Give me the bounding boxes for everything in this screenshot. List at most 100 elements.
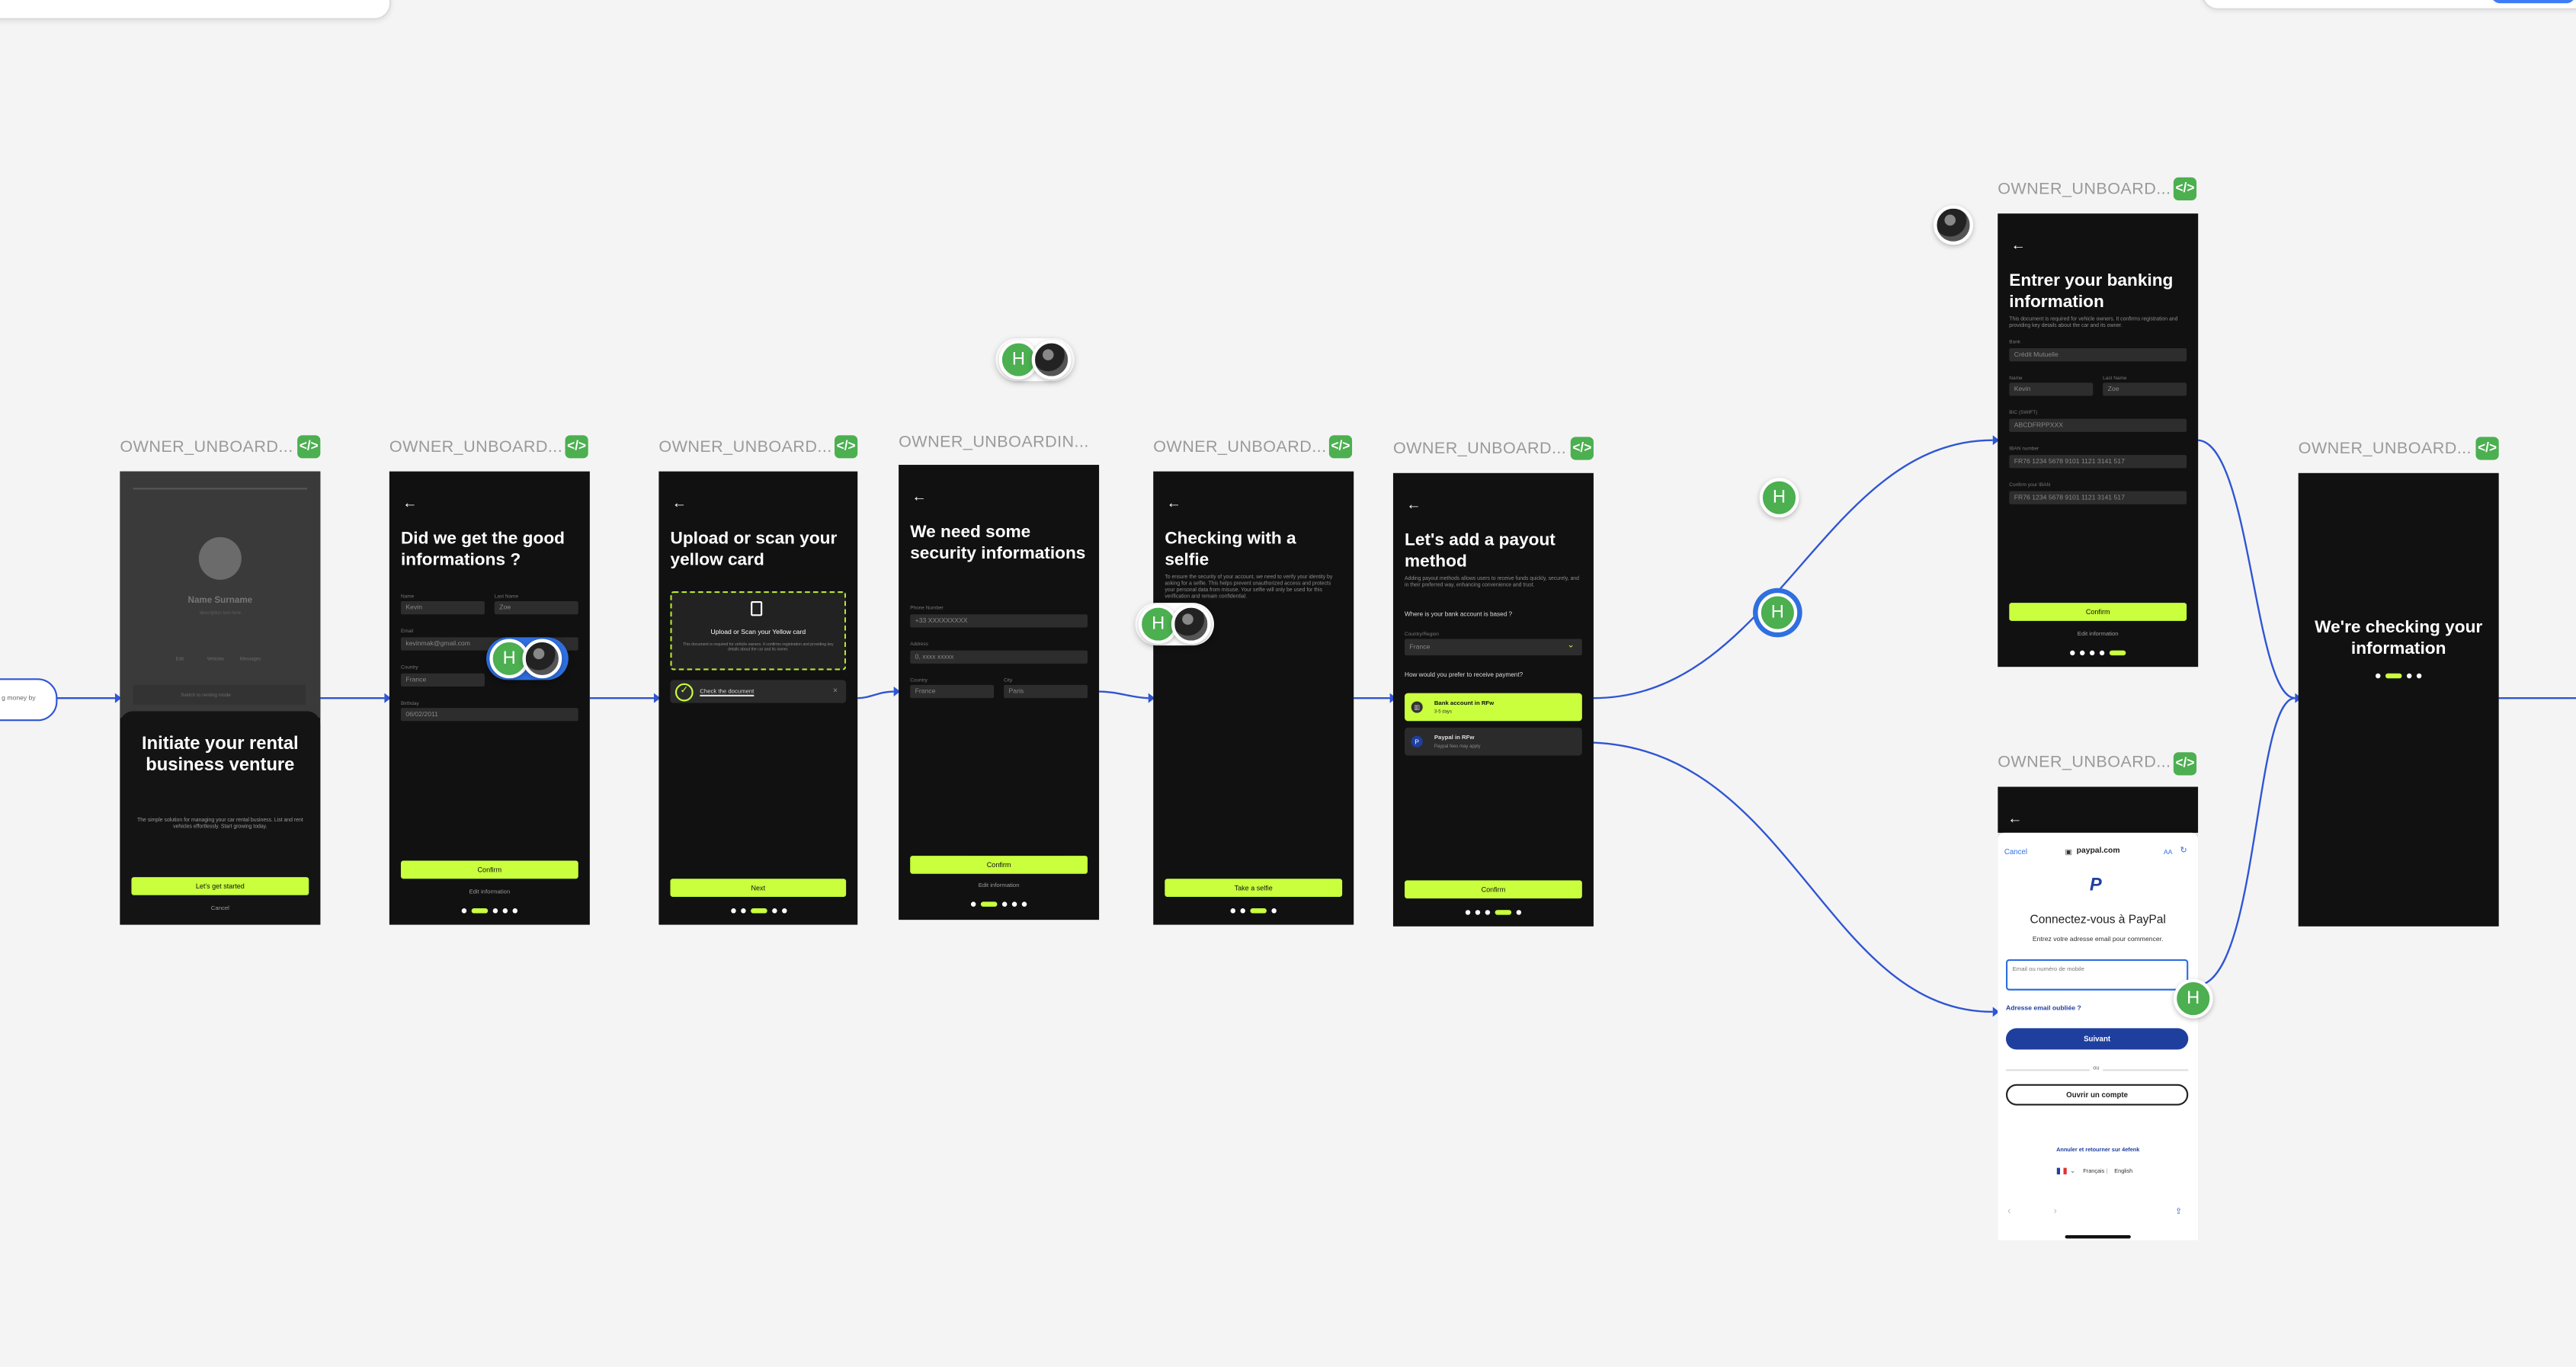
back-arrow-icon[interactable]: ← bbox=[402, 494, 418, 511]
top-right-blue-button[interactable] bbox=[2490, 0, 2576, 4]
frame-label-7[interactable]: OWNER_UNBOARD... bbox=[1998, 181, 2171, 199]
frame-label-3[interactable]: OWNER_UNBOARD... bbox=[658, 438, 832, 457]
confirm-button[interactable]: Confirm bbox=[910, 856, 1088, 874]
code-icon[interactable]: </> bbox=[2475, 437, 2499, 460]
birthday-field[interactable]: 06/02/2011 bbox=[400, 708, 578, 722]
address-field[interactable]: 0, xxxx xxxxx bbox=[910, 650, 1088, 664]
code-icon[interactable]: </> bbox=[1328, 435, 1353, 459]
reader-aa[interactable]: AA bbox=[2163, 847, 2173, 856]
option-bank-account[interactable]: ▥ Bank account in RFw 3-5 days bbox=[1405, 693, 1582, 722]
file-name[interactable]: Check the document bbox=[700, 688, 755, 695]
name-field[interactable]: Kevin bbox=[2009, 383, 2094, 396]
create-account-button[interactable]: Ouvrir un compte bbox=[2005, 1084, 2189, 1106]
file-row[interactable] bbox=[670, 680, 847, 703]
frame-label-9[interactable]: OWNER_UNBOARD... bbox=[2298, 440, 2472, 459]
country-field[interactable]: France bbox=[400, 673, 485, 687]
connector-4-5 bbox=[1099, 690, 1149, 700]
back-arrow-icon[interactable]: ← bbox=[2010, 236, 2026, 253]
share-icon[interactable]: ⇪ bbox=[2175, 1207, 2183, 1218]
code-icon[interactable]: </> bbox=[1570, 437, 1594, 460]
lock-icon: ▣ bbox=[2065, 847, 2072, 856]
option-paypal[interactable]: P Paypal in RFw Paypal fees may apply bbox=[1405, 727, 1582, 756]
lang-fr[interactable]: Français bbox=[2083, 1167, 2105, 1175]
confirm-button[interactable]: Confirm bbox=[400, 860, 578, 879]
collaborator-avatar-photo[interactable] bbox=[1031, 340, 1072, 379]
last-name-label: Last Name bbox=[494, 593, 519, 600]
left-stub-node[interactable] bbox=[0, 678, 58, 722]
cancel-return-link[interactable]: Annuler et retourner sur 4efenk bbox=[2056, 1146, 2140, 1154]
browser-cancel[interactable]: Cancel bbox=[2004, 847, 2028, 856]
screen-selfie[interactable]: ← Checking with a selfie To ensure the s… bbox=[1153, 471, 1354, 925]
or-text: ou bbox=[2089, 1064, 2103, 1071]
top-left-panel[interactable] bbox=[0, 0, 392, 20]
iban-confirm-label: Confirm your IBAN bbox=[2009, 481, 2051, 488]
frame-label-1[interactable]: OWNER_UNBOARD... bbox=[120, 438, 293, 457]
back-arrow-icon[interactable]: ← bbox=[2007, 809, 2023, 827]
frame-label-6[interactable]: OWNER_UNBOARD... bbox=[1392, 440, 1567, 459]
code-icon[interactable]: </> bbox=[565, 435, 588, 459]
confirm-button[interactable]: Confirm bbox=[2009, 603, 2187, 621]
profile-sub: description text here bbox=[199, 609, 241, 616]
last-name-field[interactable]: Zoe bbox=[494, 600, 578, 615]
frame-label-8[interactable]: OWNER_UNBOARD... bbox=[1998, 754, 2171, 773]
collaborator-avatar-photo[interactable] bbox=[1934, 205, 1973, 245]
next-button[interactable]: Next bbox=[670, 879, 847, 897]
screen-paypal-login[interactable]: ← Cancel ▣ paypal.com AA ↻ P Connectez-v… bbox=[1998, 786, 2199, 1241]
screen-initiate-business[interactable]: Name Surname description text here Edit … bbox=[120, 471, 321, 925]
browser-forward-icon[interactable]: › bbox=[2053, 1207, 2057, 1218]
edit-information-link[interactable]: Edit information bbox=[2077, 630, 2119, 638]
code-icon[interactable]: </> bbox=[2173, 177, 2197, 200]
screen-yellow-card[interactable]: ← Upload or scan your yellow card Upload… bbox=[658, 471, 858, 925]
get-started-button[interactable]: Let's get started bbox=[131, 877, 309, 895]
collaborator-cursor[interactable]: H bbox=[1759, 478, 1799, 518]
lang-en[interactable]: English bbox=[2114, 1167, 2133, 1175]
browser-back-icon[interactable]: ‹ bbox=[2007, 1207, 2011, 1218]
forgot-email-link[interactable]: Adresse email oubliée ? bbox=[2005, 1004, 2081, 1012]
collaborator-avatar-photo[interactable] bbox=[1171, 604, 1211, 644]
email-input[interactable]: Email ou numéro de mobile bbox=[2005, 959, 2189, 991]
take-selfie-button[interactable]: Take a selfie bbox=[1165, 879, 1343, 897]
collaborator-avatar[interactable]: H bbox=[489, 639, 530, 679]
remove-file-icon[interactable]: × bbox=[832, 687, 838, 696]
browser-url[interactable]: paypal.com bbox=[2076, 847, 2120, 856]
code-icon[interactable]: </> bbox=[835, 435, 858, 459]
frame-label-5[interactable]: OWNER_UNBOARD... bbox=[1153, 438, 1327, 457]
profile-name: Name Surname bbox=[187, 596, 253, 607]
frame-label-2[interactable]: OWNER_UNBOARD... bbox=[389, 438, 563, 457]
screen-banking-info[interactable]: ← Entrer your banking information This d… bbox=[1998, 213, 2199, 667]
screen-payout-method[interactable]: ← Let's add a payout method Adding payou… bbox=[1392, 472, 1594, 927]
bic-field[interactable]: ABCDFRPPXXX bbox=[2009, 418, 2187, 432]
edit-information-link[interactable]: Edit information bbox=[978, 882, 1020, 889]
collaborator-avatar[interactable]: H bbox=[1138, 604, 1178, 644]
back-arrow-icon[interactable]: ← bbox=[1166, 494, 1181, 511]
last-name-field[interactable]: Zoe bbox=[2103, 383, 2187, 396]
name-field[interactable]: Kevin bbox=[400, 600, 485, 615]
city-field[interactable]: Paris bbox=[1004, 684, 1088, 699]
collaborator-cursor[interactable]: H bbox=[2173, 978, 2213, 1019]
upload-dropzone[interactable] bbox=[670, 591, 847, 671]
country-region-select[interactable]: France bbox=[1405, 639, 1582, 656]
collaborator-avatar-photo[interactable] bbox=[522, 639, 562, 679]
iban-field[interactable]: FR76 1234 5678 9101 1121 3141 517 bbox=[2009, 455, 2187, 469]
frame-label-4[interactable]: OWNER_UNBOARDIN... bbox=[899, 434, 1089, 452]
screen-security-info[interactable]: ← We need some security informations Pho… bbox=[899, 465, 1100, 920]
country-field[interactable]: France bbox=[910, 684, 995, 699]
reload-icon[interactable]: ↻ bbox=[2180, 846, 2187, 856]
phone-field[interactable]: +33 XXXXXXXXX bbox=[910, 614, 1088, 628]
bank-location-question: Where is your bank account is based ? bbox=[1405, 610, 1513, 618]
confirm-button[interactable]: Confirm bbox=[1405, 880, 1582, 899]
code-icon[interactable]: </> bbox=[297, 435, 321, 459]
back-arrow-icon[interactable]: ← bbox=[912, 488, 927, 504]
iban-confirm-field[interactable]: FR76 1234 5678 9101 1121 3141 517 bbox=[2009, 491, 2187, 504]
code-icon[interactable]: </> bbox=[2173, 752, 2197, 776]
screen-checking-info[interactable]: We're checking your information bbox=[2298, 472, 2499, 927]
bank-field[interactable]: Crédit Mutuelle bbox=[2009, 347, 2187, 362]
edit-information-link[interactable]: Edit information bbox=[469, 888, 511, 895]
screen-verify-info[interactable]: ← Did we get the good informations ? Nam… bbox=[389, 471, 590, 925]
next-button[interactable]: Suivant bbox=[2005, 1028, 2189, 1050]
collaborator-cursor[interactable]: H bbox=[1757, 593, 1798, 632]
back-arrow-icon[interactable]: ← bbox=[671, 494, 687, 511]
back-arrow-icon[interactable]: ← bbox=[1406, 495, 1421, 513]
cancel-link[interactable]: Cancel bbox=[210, 904, 229, 912]
